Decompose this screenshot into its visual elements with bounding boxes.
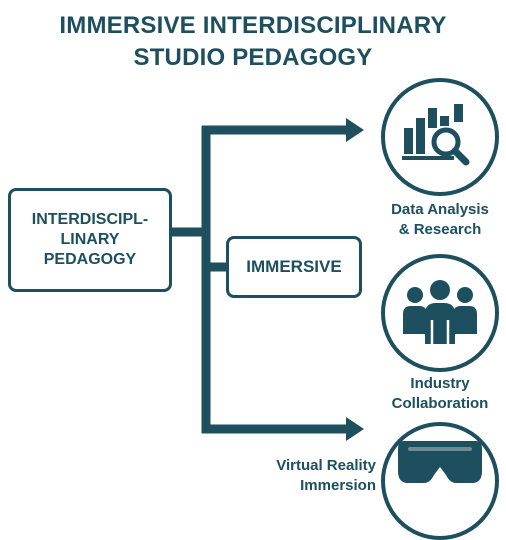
connector-lines: [172, 118, 364, 441]
diagram-title: IMMERSIVE INTERDISCIPLINARY STUDIO PEDAG…: [0, 10, 506, 74]
data-analysis-circle: [381, 78, 499, 196]
bar-chart-magnifier-icon: [402, 104, 470, 166]
immersive-box: IMMERSIVE: [226, 236, 362, 298]
industry-collaboration-label-line-2: Collaboration: [391, 395, 489, 412]
virtual-reality-label: Virtual Reality Immersion: [232, 456, 376, 496]
industry-collaboration-circle: [381, 254, 499, 372]
title-line-1: IMMERSIVE INTERDISCIPLINARY: [59, 12, 447, 39]
arrowhead-bottom: [346, 417, 364, 441]
virtual-reality-label-line-2: Immersion: [300, 477, 376, 494]
people-group-icon: [403, 280, 477, 344]
source-box-line-1: INTERDISCIPL-: [31, 211, 149, 228]
industry-collaboration-label-line-1: Industry: [410, 375, 470, 392]
data-analysis-label: Data Analysis & Research: [372, 200, 506, 240]
diagram-page: IMMERSIVE INTERDISCIPLINARY STUDIO PEDAG…: [0, 10, 506, 540]
immersive-label: IMMERSIVE: [246, 257, 342, 276]
virtual-reality-circle: [381, 422, 499, 540]
data-analysis-label-line-2: & Research: [398, 221, 482, 238]
vr-headset-icon: [398, 441, 482, 483]
title-line-2: STUDIO PEDAGOGY: [133, 44, 373, 71]
virtual-reality-label-line-1: Virtual Reality: [276, 457, 376, 474]
source-box-line-3: PEDAGOGY: [43, 251, 137, 268]
arrowhead-top: [346, 118, 364, 142]
source-box-line-2: LINARY: [60, 231, 120, 248]
industry-collaboration-label: Industry Collaboration: [372, 374, 506, 414]
interdisciplinary-pedagogy-box: INTERDISCIPL- LINARY PEDAGOGY: [8, 188, 172, 292]
data-analysis-label-line-1: Data Analysis: [391, 201, 489, 218]
